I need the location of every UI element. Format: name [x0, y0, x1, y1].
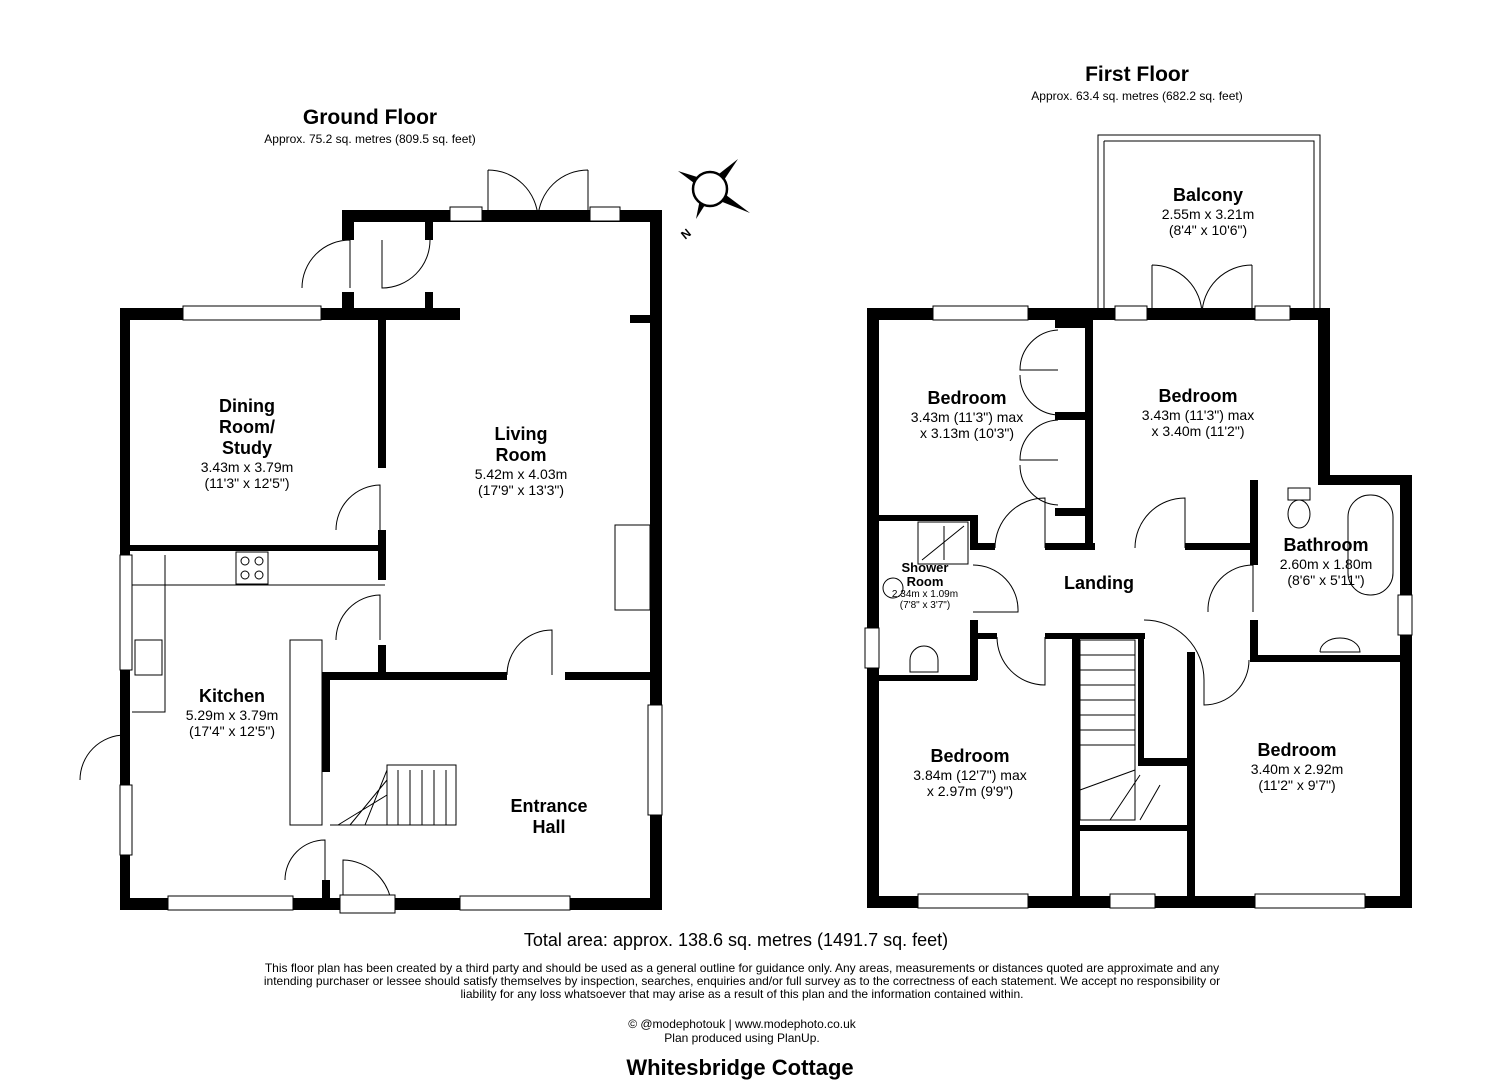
- room-kitchen: Kitchen 5.29m x 3.79m (17'4" x 12'5"): [186, 686, 279, 739]
- room-entrance-hall: Entrance Hall: [499, 796, 599, 838]
- room-dims-imperial: x 3.40m (11'2"): [1151, 423, 1245, 439]
- property-name: Whitesbridge Cottage: [626, 1055, 854, 1080]
- room-name: Bedroom: [930, 746, 1010, 766]
- room-dims-metric: 3.84m (12'7") max: [913, 767, 1027, 783]
- room-dims-metric: 2.60m x 1.80m: [1279, 556, 1373, 572]
- room-name: Kitchen: [198, 686, 266, 706]
- room-dims-metric: 3.43m (11'3") max: [1141, 407, 1255, 423]
- room-dims-metric: 3.40m x 2.92m: [1250, 761, 1344, 777]
- room-name: Dining Room/ Study: [219, 396, 275, 458]
- room-name: Bedroom: [927, 388, 1007, 408]
- room-bedroom-2: Bedroom 3.43m (11'3") max x 3.40m (11'2"…: [1142, 386, 1254, 439]
- room-name: Living Room: [494, 424, 548, 465]
- compass-icon: [678, 159, 750, 219]
- ground-floor-area: Approx. 75.2 sq. metres (809.5 sq. feet): [264, 132, 476, 146]
- first-floor-title: First Floor: [1085, 63, 1189, 86]
- ground-floor-title: Ground Floor: [302, 106, 438, 129]
- room-dims-imperial: (17'9" x 13'3"): [477, 482, 565, 498]
- room-balcony: Balcony 2.55m x 3.21m (8'4" x 10'6"): [1162, 185, 1255, 238]
- ground-floor-stairs: [330, 764, 457, 826]
- total-area: Total area: approx. 138.6 sq. metres (14…: [523, 930, 949, 950]
- room-name: Bedroom: [1257, 740, 1337, 760]
- room-shower: Shower Room 2.34m x 1.09m (7'8" x 3'7"): [890, 560, 960, 612]
- first-floor-stairs: [1079, 639, 1161, 821]
- room-dining-study: Dining Room/ Study 3.43m x 3.79m (11'3" …: [187, 396, 307, 491]
- room-name: Shower Room: [901, 560, 949, 589]
- room-name: Bathroom: [1283, 535, 1369, 555]
- room-living: Living Room 5.42m x 4.03m (17'9" x 13'3"…: [456, 424, 586, 498]
- room-bathroom: Bathroom 2.60m x 1.80m (8'6" x 5'11"): [1280, 535, 1373, 588]
- room-dims-imperial: x 3.13m (10'3"): [919, 425, 1014, 441]
- room-dims-imperial: x 2.97m (9'9"): [926, 783, 1014, 799]
- planup-line: Plan produced using PlanUp.: [664, 1031, 820, 1045]
- credit-line: © @modephotouk | www.modephoto.co.uk: [628, 1017, 856, 1031]
- room-dims-imperial: (17'4" x 12'5"): [188, 723, 276, 739]
- room-dims-metric: 3.43m x 3.79m: [200, 459, 294, 475]
- ground-floor-plan: [79, 169, 663, 914]
- disclaimer: This floor plan has been created by a th…: [263, 961, 1221, 1001]
- first-floor-plan: [864, 134, 1413, 909]
- room-dims-metric: 3.43m (11'3") max: [910, 409, 1024, 425]
- room-dims-imperial: (8'4" x 10'6"): [1168, 222, 1248, 238]
- room-dims-imperial: (7'8" x 3'7"): [899, 600, 951, 611]
- room-dims-metric: 2.34m x 1.09m: [891, 589, 959, 600]
- room-bedroom-4: Bedroom 3.40m x 2.92m (11'2" x 9'7"): [1251, 740, 1344, 793]
- room-landing: Landing: [1064, 573, 1134, 594]
- room-name: Balcony: [1172, 185, 1244, 205]
- room-dims-imperial: (8'6" x 5'11"): [1287, 572, 1365, 588]
- room-dims-metric: 5.42m x 4.03m: [474, 466, 568, 482]
- room-dims-metric: 5.29m x 3.79m: [185, 707, 279, 723]
- room-name: Entrance Hall: [510, 796, 588, 837]
- room-name: Landing: [1064, 573, 1134, 593]
- first-floor-area: Approx. 63.4 sq. metres (682.2 sq. feet): [1031, 89, 1243, 103]
- room-dims-metric: 2.55m x 3.21m: [1161, 206, 1255, 222]
- room-bedroom-1: Bedroom 3.43m (11'3") max x 3.13m (10'3"…: [911, 388, 1023, 441]
- room-name: Bedroom: [1158, 386, 1238, 406]
- room-dims-imperial: (11'2" x 9'7"): [1258, 777, 1336, 793]
- room-bedroom-3: Bedroom 3.84m (12'7") max x 2.97m (9'9"): [913, 746, 1026, 799]
- room-dims-imperial: (11'3" x 12'5"): [204, 475, 290, 491]
